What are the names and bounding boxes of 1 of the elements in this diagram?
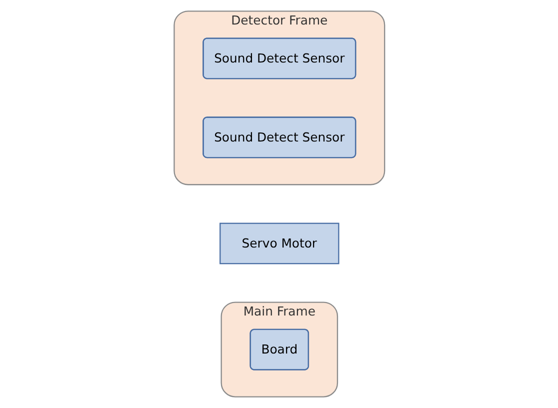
node-box: Servo Motor: [219, 222, 339, 264]
